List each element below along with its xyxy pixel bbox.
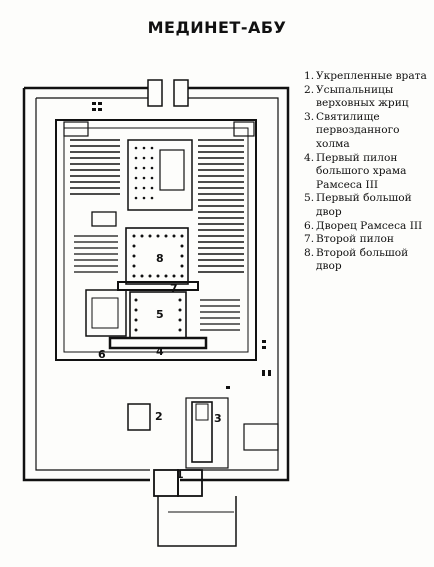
legend-item-number: 7. <box>304 233 315 246</box>
east-storerooms <box>198 139 244 273</box>
palace-inner <box>91 297 119 329</box>
legend-item-number: 6. <box>304 219 315 232</box>
legend-item-number: 4. <box>304 151 315 164</box>
legend-item: 8.Второй большой двор <box>304 247 432 274</box>
legend-item: 4.Первый пилон большого храма Рамсеса II… <box>304 152 432 193</box>
legend-item-number: 1. <box>304 70 315 82</box>
small-temple-enclosure <box>185 397 229 469</box>
plan-label-4: 4 <box>156 345 164 358</box>
plan-label-6: 6 <box>98 348 106 361</box>
inner-temple-enclosure <box>55 119 257 361</box>
outer-enclosure-inner-wall <box>35 97 279 471</box>
west-small-blocks <box>92 102 271 389</box>
legend-item-text: Первый большой двор <box>316 192 412 218</box>
court-columns <box>132 146 184 332</box>
legend-item-text: Святилище первозданного холма <box>316 110 400 150</box>
first-pylon <box>108 336 208 350</box>
plan-label-7: 7 <box>170 282 178 295</box>
hypostyle-hall <box>127 139 193 211</box>
legend-item: 6.Дворец Рамсеса III <box>304 220 432 234</box>
fortified-gate-east <box>177 469 203 497</box>
inner-temple-enclosure-line <box>63 127 249 353</box>
plan-label-2: 2 <box>155 410 163 423</box>
gate-forecourt <box>157 496 237 547</box>
legend-item-text: Усыпальницы верховных жриц <box>316 83 409 110</box>
legend-item-text: Укрепленные врата <box>316 70 427 82</box>
legend-item: 5.Первый большой двор <box>304 192 432 219</box>
northeast-corner-block <box>233 121 255 137</box>
legend-item-text: Первый пилон большого храма Рамсеса III <box>316 151 407 191</box>
second-court <box>125 227 189 285</box>
palace <box>85 289 127 337</box>
legend-item: 2.Усыпальницы верховных жриц <box>304 84 432 111</box>
small-chamber <box>91 211 117 227</box>
plan-label-3: 3 <box>214 412 222 425</box>
sacred-lake <box>243 423 279 451</box>
legend-item: 3.Святилище первозданного холма <box>304 111 432 152</box>
north-gate-east-tower <box>173 79 189 107</box>
inner-sanctuary <box>159 149 185 191</box>
east-storerooms-lower <box>200 299 240 331</box>
legend-item-text: Дворец Рамсеса III <box>316 219 423 232</box>
legend-item-text: Второй большой двор <box>316 246 409 273</box>
small-temple <box>191 401 213 463</box>
legend-item-text: Второй пилон <box>316 233 394 246</box>
plan-label-5: 5 <box>156 308 164 321</box>
west-storerooms <box>70 139 120 195</box>
legend-item: 1.Укрепленные врата <box>304 70 432 84</box>
fortified-gate-west <box>153 469 179 497</box>
legend-item: 7.Второй пилон <box>304 233 432 247</box>
legend-item-number: 5. <box>304 192 315 205</box>
legend-item-number: 8. <box>304 246 315 259</box>
plan-label-1: 1 <box>176 468 184 481</box>
tombs-of-priestesses <box>127 403 151 431</box>
northwest-corner-block <box>63 121 89 137</box>
legend-item-number: 3. <box>304 110 315 123</box>
north-gate-west-tower <box>147 79 163 107</box>
legend-item-number: 2. <box>304 83 315 96</box>
west-storerooms-lower <box>74 235 118 273</box>
plan-label-8: 8 <box>156 252 164 265</box>
diagram-title: МЕДИНЕТ-АБУ <box>147 18 287 37</box>
second-pylon <box>117 281 199 291</box>
small-temple-sanctuary <box>195 403 209 421</box>
outer-enclosure-wall <box>22 86 290 482</box>
